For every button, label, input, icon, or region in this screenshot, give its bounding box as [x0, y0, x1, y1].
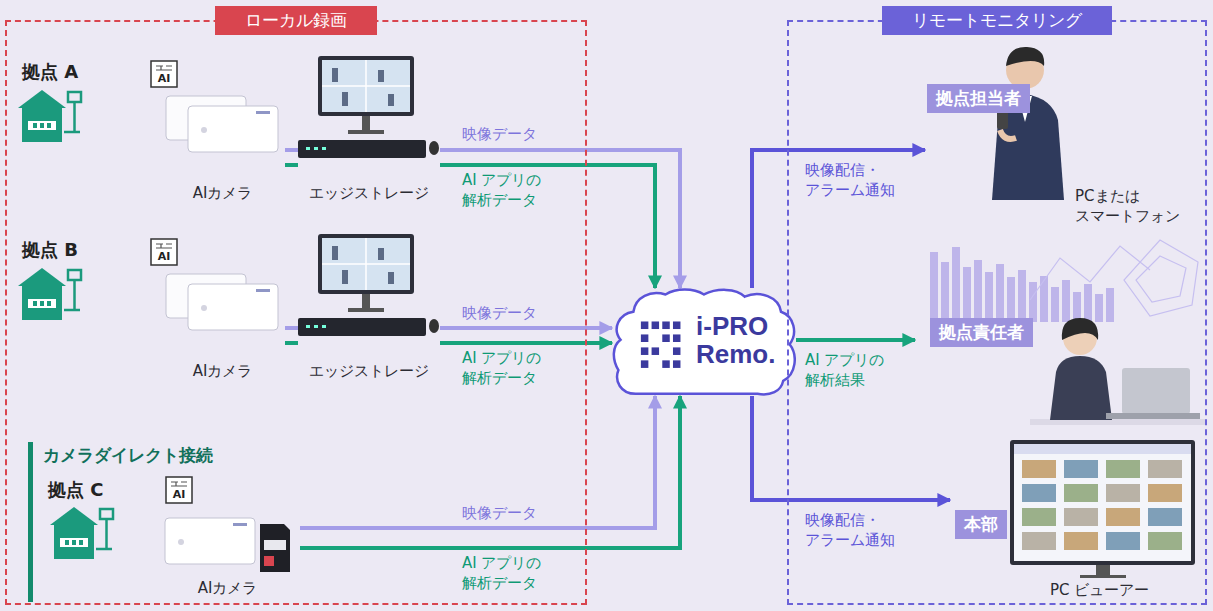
- site-house-icon: [50, 507, 113, 559]
- edge-label: 映像配信・ アラーム通知: [805, 160, 903, 201]
- flow-arrow: [285, 148, 298, 152]
- flow-arrow: [285, 326, 298, 330]
- role-tag: 本部: [955, 510, 1007, 539]
- edge-label: AI アプリの 解析データ: [462, 170, 554, 211]
- flow-arrow: [796, 338, 915, 342]
- device-caption: PCまたは スマートフォン: [1075, 186, 1190, 227]
- edge-label: 映像配信・ アラーム通知: [805, 510, 903, 551]
- cloud-logo-text: i-PRO Remo.: [696, 312, 788, 368]
- site-name: 拠点 A: [22, 60, 78, 84]
- site-name: 拠点 C: [48, 478, 103, 502]
- region-heading: ローカル録画: [215, 6, 377, 35]
- sd-card-figure: [260, 524, 290, 572]
- edge-storage-figure: [298, 56, 439, 158]
- storage-node: エッジストレージ: [298, 233, 440, 383]
- camera-node: AIカメラ: [160, 92, 285, 205]
- edge-label: AI アプリの 解析データ: [462, 553, 554, 594]
- ai-chip-icon: [151, 61, 177, 87]
- site-house-icon: [18, 268, 81, 320]
- flow-arrow: [752, 150, 925, 288]
- ai-chip-text: AI: [150, 73, 178, 84]
- ai-chip-text: AI: [165, 489, 193, 500]
- device-caption: AIカメラ: [193, 183, 253, 203]
- camera-figure: [165, 518, 255, 564]
- flow-arrow: [285, 341, 298, 345]
- cloud-node: i-PRO Remo.: [612, 288, 796, 396]
- camera-node: AIカメラ: [155, 505, 300, 600]
- ai-chip-icon: [151, 239, 177, 265]
- device-caption: エッジストレージ: [309, 361, 429, 381]
- manager-node: 拠点責任者: [915, 232, 1205, 435]
- flow-arrow: [285, 163, 298, 167]
- staff-person-figure: [992, 47, 1064, 200]
- edge-label: AI アプリの 解析結果: [805, 350, 903, 391]
- pc-viewer-monitor-figure: [1010, 440, 1195, 578]
- direct-group: カメラダイレクト接続 AIカメラ: [28, 442, 300, 602]
- device-caption: エッジストレージ: [309, 183, 429, 203]
- radar-chart-figure: [1030, 240, 1198, 316]
- ai-chip-icon: [166, 477, 192, 503]
- edge-label: AI アプリの 解析データ: [462, 348, 554, 389]
- device-caption: PC ビューアー: [1050, 580, 1149, 600]
- storage-node: エッジストレージ: [298, 55, 440, 205]
- flow-arrow: [440, 165, 655, 288]
- role-tag: 拠点担当者: [927, 84, 1030, 113]
- flow-arrow: [440, 150, 680, 288]
- flow-arrow: [752, 396, 950, 500]
- group-title: カメラダイレクト接続: [43, 444, 213, 467]
- edge-label: 映像データ: [462, 303, 537, 323]
- role-tag: 拠点責任者: [930, 318, 1033, 347]
- hq-node: 本部 PC ビューアー: [950, 438, 1200, 600]
- device-caption: AIカメラ: [193, 361, 253, 381]
- edge-label: 映像データ: [462, 124, 537, 144]
- camera-figure: [166, 96, 278, 152]
- camera-figure: [166, 274, 278, 330]
- edge-label: 映像データ: [462, 503, 537, 523]
- device-caption: AIカメラ: [198, 578, 258, 598]
- flow-arrow: [300, 396, 655, 528]
- region-heading: リモートモニタリング: [882, 6, 1112, 35]
- staff-node: 拠点担当者 PCまたは スマートフォン: [925, 36, 1195, 240]
- site-name: 拠点 B: [22, 238, 78, 262]
- edge-storage-figure: [298, 234, 439, 336]
- flow-arrow: [300, 396, 680, 548]
- camera-node: AIカメラ: [160, 270, 285, 383]
- manager-person-figure: [1030, 318, 1205, 425]
- site-house-icon: [18, 90, 81, 142]
- bar-chart-figure: [930, 247, 1114, 322]
- ai-chip-text: AI: [150, 251, 178, 262]
